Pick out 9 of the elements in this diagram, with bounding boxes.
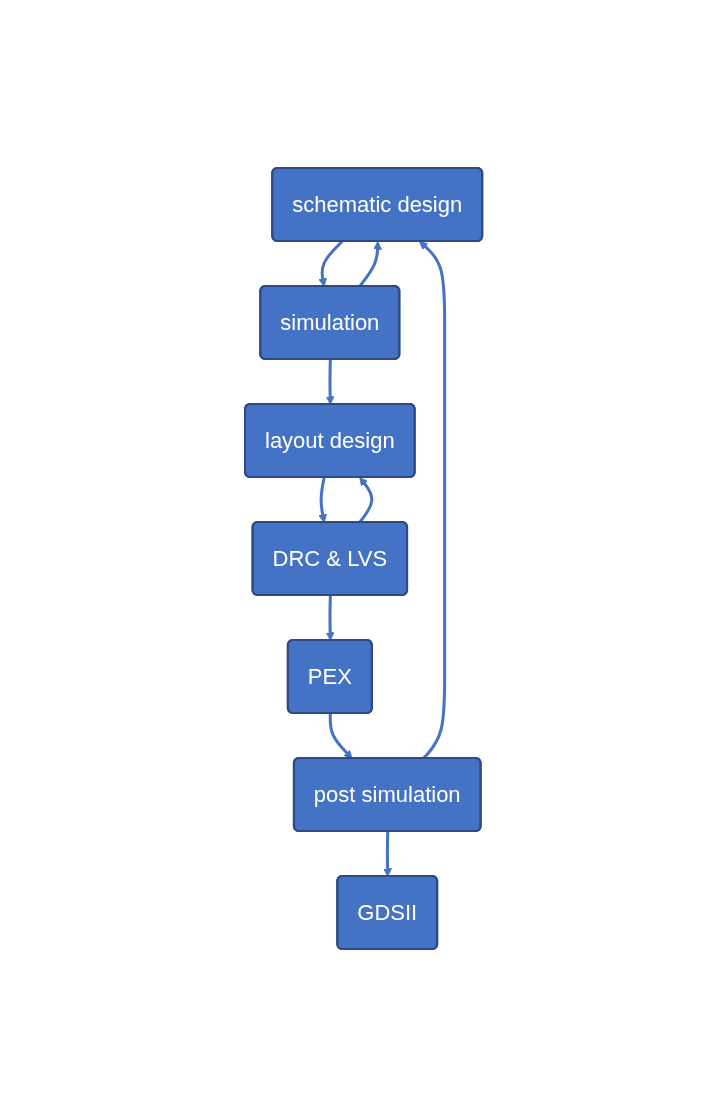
arrow [358, 477, 374, 524]
arrow [318, 240, 344, 287]
arrow [358, 241, 383, 288]
arrow [318, 477, 328, 523]
arrow [329, 713, 353, 759]
arrow [383, 831, 393, 877]
arrow [326, 595, 335, 641]
arrow [419, 241, 447, 760]
arrow [326, 359, 335, 405]
